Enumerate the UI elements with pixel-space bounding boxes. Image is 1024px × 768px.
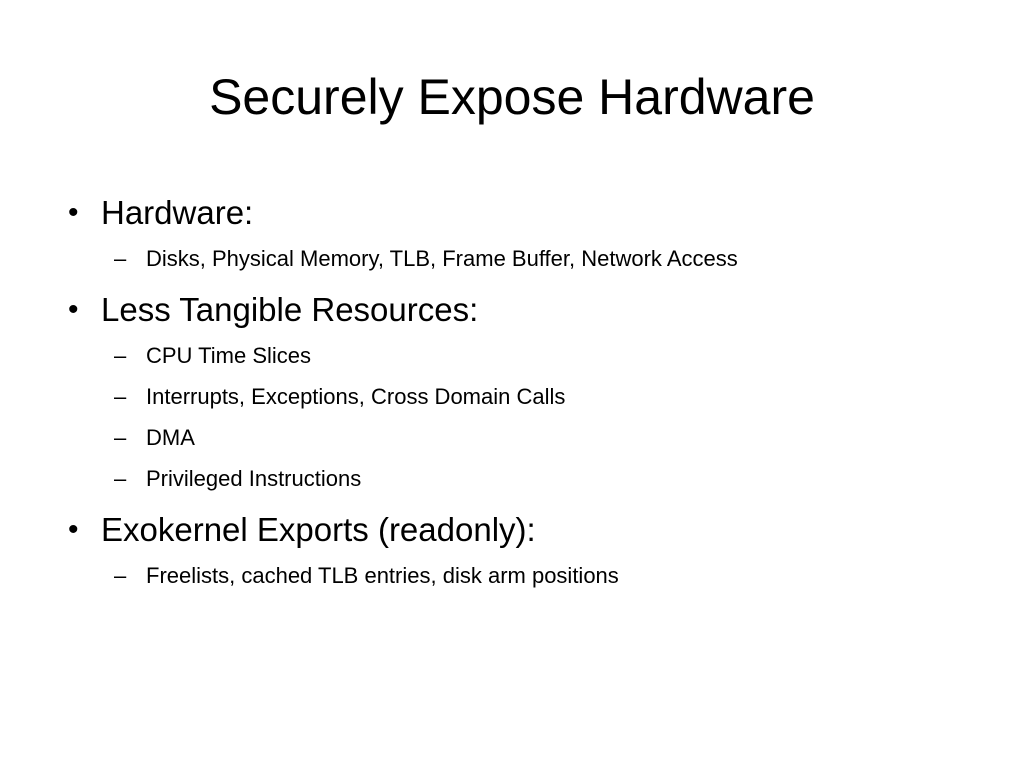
sub-item: – Disks, Physical Memory, TLB, Frame Buf… (68, 238, 968, 279)
bullet-item-less-tangible-resources: • Less Tangible Resources: (68, 285, 968, 335)
sub-item: – Interrupts, Exceptions, Cross Domain C… (68, 376, 968, 417)
dash-icon: – (114, 384, 127, 409)
sub-item-text: Interrupts, Exceptions, Cross Domain Cal… (146, 384, 566, 409)
sub-list-hardware: – Disks, Physical Memory, TLB, Frame Buf… (68, 238, 968, 279)
slide-title: Securely Expose Hardware (209, 69, 815, 125)
sub-item-text: Freelists, cached TLB entries, disk arm … (146, 563, 619, 588)
dash-icon: – (114, 246, 127, 271)
bullet-dot-icon: • (68, 293, 79, 326)
sub-item-text: Disks, Physical Memory, TLB, Frame Buffe… (146, 246, 738, 271)
sub-item: – Privileged Instructions (68, 458, 968, 499)
dash-icon: – (114, 343, 127, 368)
bullet-text: Less Tangible Resources: (101, 291, 479, 328)
bullet-item-hardware: • Hardware: (68, 188, 968, 238)
sub-item-text: DMA (146, 425, 195, 450)
sub-list-exokernel-exports: – Freelists, cached TLB entries, disk ar… (68, 555, 968, 596)
bullet-text: Hardware: (101, 194, 254, 231)
sub-item: – Freelists, cached TLB entries, disk ar… (68, 555, 968, 596)
bullet-list: • Hardware: – Disks, Physical Memory, TL… (68, 188, 968, 602)
bullet-text: Exokernel Exports (readonly): (101, 511, 536, 548)
dash-icon: – (114, 425, 127, 450)
sub-item-text: Privileged Instructions (146, 466, 362, 491)
sub-item-text: CPU Time Slices (146, 343, 312, 368)
sub-item: – DMA (68, 417, 968, 458)
bullet-dot-icon: • (68, 513, 79, 546)
sub-list-less-tangible-resources: – CPU Time Slices – Interrupts, Exceptio… (68, 335, 968, 499)
bullet-item-exokernel-exports: • Exokernel Exports (readonly): (68, 505, 968, 555)
dash-icon: – (114, 466, 127, 491)
dash-icon: – (114, 563, 127, 588)
bullet-dot-icon: • (68, 196, 79, 229)
sub-item: – CPU Time Slices (68, 335, 968, 376)
